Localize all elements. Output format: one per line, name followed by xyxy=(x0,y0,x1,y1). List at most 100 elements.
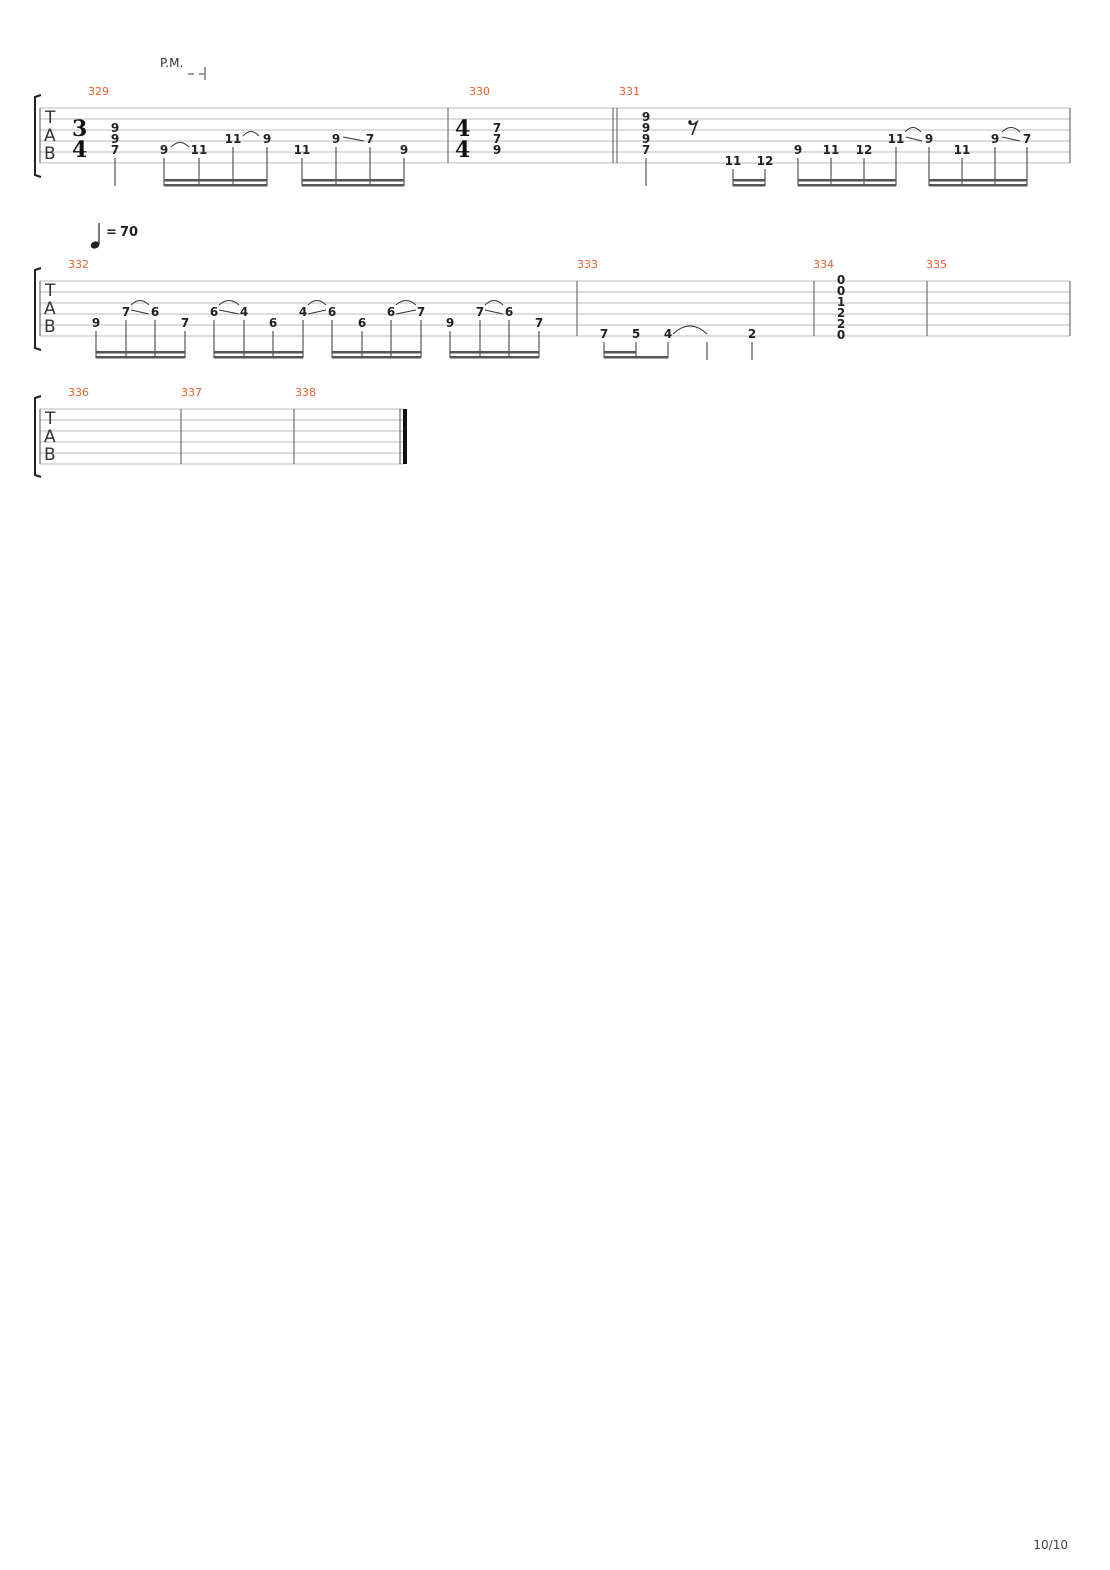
slide xyxy=(484,309,504,315)
fret: 7 xyxy=(476,305,484,319)
slide xyxy=(395,309,417,315)
fret: 7 xyxy=(600,327,608,341)
fret: 9 xyxy=(925,132,933,146)
fret: 12 xyxy=(757,154,774,168)
clef-b: B xyxy=(44,317,56,337)
tempo-value: 70 xyxy=(120,225,138,240)
staff-lines xyxy=(40,107,1070,164)
fret: 7 xyxy=(181,316,189,330)
clef-a: A xyxy=(44,427,56,447)
system-bracket xyxy=(34,94,42,178)
measure-number: 333 xyxy=(577,258,598,271)
slur xyxy=(307,300,327,306)
clef-b: B xyxy=(44,144,56,164)
clef-a: A xyxy=(44,126,56,146)
time-sig-top: 3 xyxy=(72,116,87,142)
slur xyxy=(130,300,150,306)
beams xyxy=(604,351,668,359)
slide xyxy=(905,136,923,142)
measure-number: 330 xyxy=(469,85,490,98)
fret: 9 xyxy=(493,143,501,157)
fret: 5 xyxy=(632,327,640,341)
fret: 9 xyxy=(642,110,650,124)
fret: 0 xyxy=(837,328,845,342)
slur xyxy=(242,131,260,137)
beams xyxy=(96,351,539,359)
fret: 9 xyxy=(160,143,168,157)
slide xyxy=(1001,136,1021,142)
fret: 0 xyxy=(837,273,845,287)
measure-number: 334 xyxy=(813,258,834,271)
fret: 7 xyxy=(642,143,650,157)
slur xyxy=(170,142,190,148)
beams xyxy=(733,179,1027,187)
fret: 7 xyxy=(493,132,501,146)
slide xyxy=(307,309,327,315)
staff-lines xyxy=(40,408,404,465)
barlines xyxy=(39,281,1071,336)
palm-mute-label: P.M. xyxy=(160,56,183,70)
clef-t: T xyxy=(44,409,56,429)
measure-number: 329 xyxy=(88,85,109,98)
tempo-equals: = xyxy=(106,225,117,240)
fret: 7 xyxy=(111,143,119,157)
fret: 1 xyxy=(837,295,845,309)
fret: 2 xyxy=(748,327,756,341)
fret: 2 xyxy=(837,317,845,331)
eighth-rest-icon xyxy=(688,119,699,136)
time-sig-top: 4 xyxy=(455,116,470,142)
time-sig-bottom: 4 xyxy=(455,137,470,163)
fret: 9 xyxy=(991,132,999,146)
fret: 9 xyxy=(642,121,650,135)
system-bracket xyxy=(34,267,42,351)
fret: 6 xyxy=(387,305,395,319)
page-number: 10/10 xyxy=(1033,1538,1068,1552)
staff-lines xyxy=(40,280,1070,337)
slide xyxy=(130,309,150,315)
fret: 9 xyxy=(642,132,650,146)
system-3: T A B 336 337 338 xyxy=(34,386,407,478)
tie xyxy=(672,325,708,335)
clef-t: T xyxy=(44,281,56,301)
fret: 9 xyxy=(446,316,454,330)
measure-334: 0 0 1 2 2 0 xyxy=(837,273,845,342)
measure-330: 7 7 9 xyxy=(493,121,501,157)
clef-b: B xyxy=(44,445,56,465)
final-barline xyxy=(403,409,407,464)
system-bracket xyxy=(34,395,42,478)
fret: 9 xyxy=(794,143,802,157)
fret: 7 xyxy=(122,305,130,319)
fret: 2 xyxy=(837,306,845,320)
measure-number: 337 xyxy=(181,386,202,399)
slide xyxy=(342,136,365,142)
barlines xyxy=(39,108,1071,163)
measure-number: 332 xyxy=(68,258,89,271)
fret: 6 xyxy=(328,305,336,319)
fret: 9 xyxy=(92,316,100,330)
fret: 11 xyxy=(954,143,971,157)
measure-number: 335 xyxy=(926,258,947,271)
measure-329: 9 9 7 9 11 11 9 11 9 7 9 xyxy=(111,121,408,187)
fret: 11 xyxy=(191,143,208,157)
quarter-note-icon xyxy=(90,241,100,249)
fret: 7 xyxy=(366,132,374,146)
system-1: T A B 3 4 4 4 329 330 331 P.M. 9 9 7 9 1… xyxy=(34,56,1071,187)
fret: 12 xyxy=(856,143,873,157)
fret: 4 xyxy=(299,305,307,319)
fret: 6 xyxy=(210,305,218,319)
fret: 9 xyxy=(111,121,119,135)
fret: 4 xyxy=(240,305,248,319)
fret: 7 xyxy=(493,121,501,135)
palm-mute-line xyxy=(188,67,206,80)
fret: 11 xyxy=(725,154,742,168)
fret: 6 xyxy=(358,316,366,330)
fret: 0 xyxy=(837,284,845,298)
fret: 11 xyxy=(823,143,840,157)
fret: 6 xyxy=(505,305,513,319)
slur xyxy=(484,300,504,306)
clef-a: A xyxy=(44,299,56,319)
slur xyxy=(395,300,417,306)
slur xyxy=(1001,127,1021,133)
fret: 7 xyxy=(535,316,543,330)
system-2: = 70 T A B 332 333 334 335 9 7 xyxy=(34,223,1071,360)
